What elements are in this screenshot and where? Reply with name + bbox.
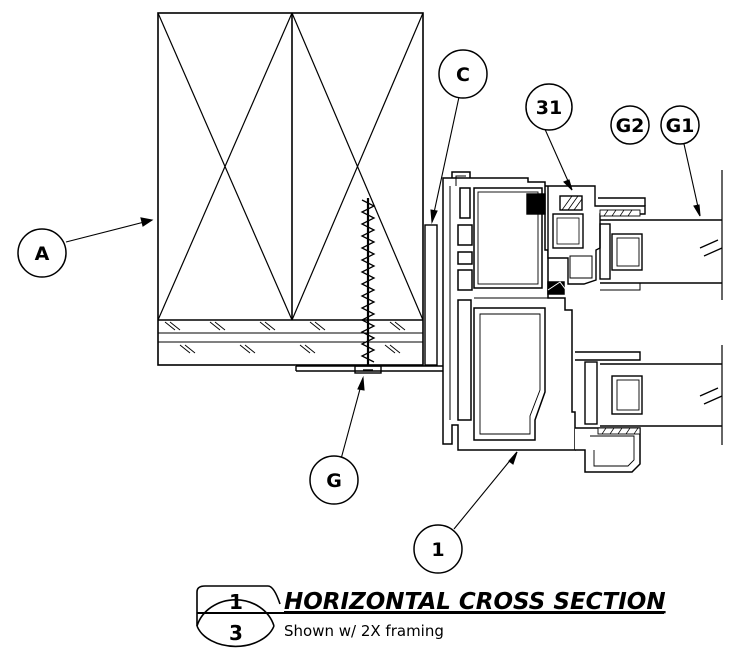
drawing-title: HORIZONTAL CROSS SECTION <box>284 589 666 615</box>
callout-g2-label: G2 <box>616 115 645 137</box>
sheathing-band <box>158 321 423 354</box>
callout-c: C <box>438 49 488 99</box>
wood-framing <box>157 12 424 366</box>
callout-g1-label: G1 <box>666 115 695 137</box>
callout-a: A <box>17 228 67 278</box>
leader-lines <box>65 96 701 530</box>
callout-g-label: G <box>326 470 342 492</box>
callout-c-label: C <box>456 64 470 86</box>
window-frame-profile <box>442 171 641 473</box>
sash-profile <box>526 185 646 285</box>
glass-unit-lower <box>575 345 723 445</box>
callout-g2: G2 <box>610 105 650 145</box>
drawing-subtitle: Shown w/ 2X framing <box>284 622 444 640</box>
callout-a-label: A <box>35 243 50 265</box>
title-block: 1 3 HORIZONTAL CROSS SECTION Shown w/ 2X… <box>196 585 666 648</box>
detail-number: 1 <box>229 590 243 614</box>
callout-1: 1 <box>413 524 463 574</box>
callout-g: G <box>309 455 359 505</box>
callout-31: 31 <box>525 83 573 131</box>
callout-g1: G1 <box>660 105 700 145</box>
glass-unit-upper <box>599 170 723 300</box>
shim-and-flange <box>295 224 452 372</box>
sheet-number: 3 <box>229 621 243 645</box>
callout-1-label: 1 <box>431 539 444 561</box>
callout-31-label: 31 <box>536 97 562 119</box>
screw <box>354 198 382 374</box>
